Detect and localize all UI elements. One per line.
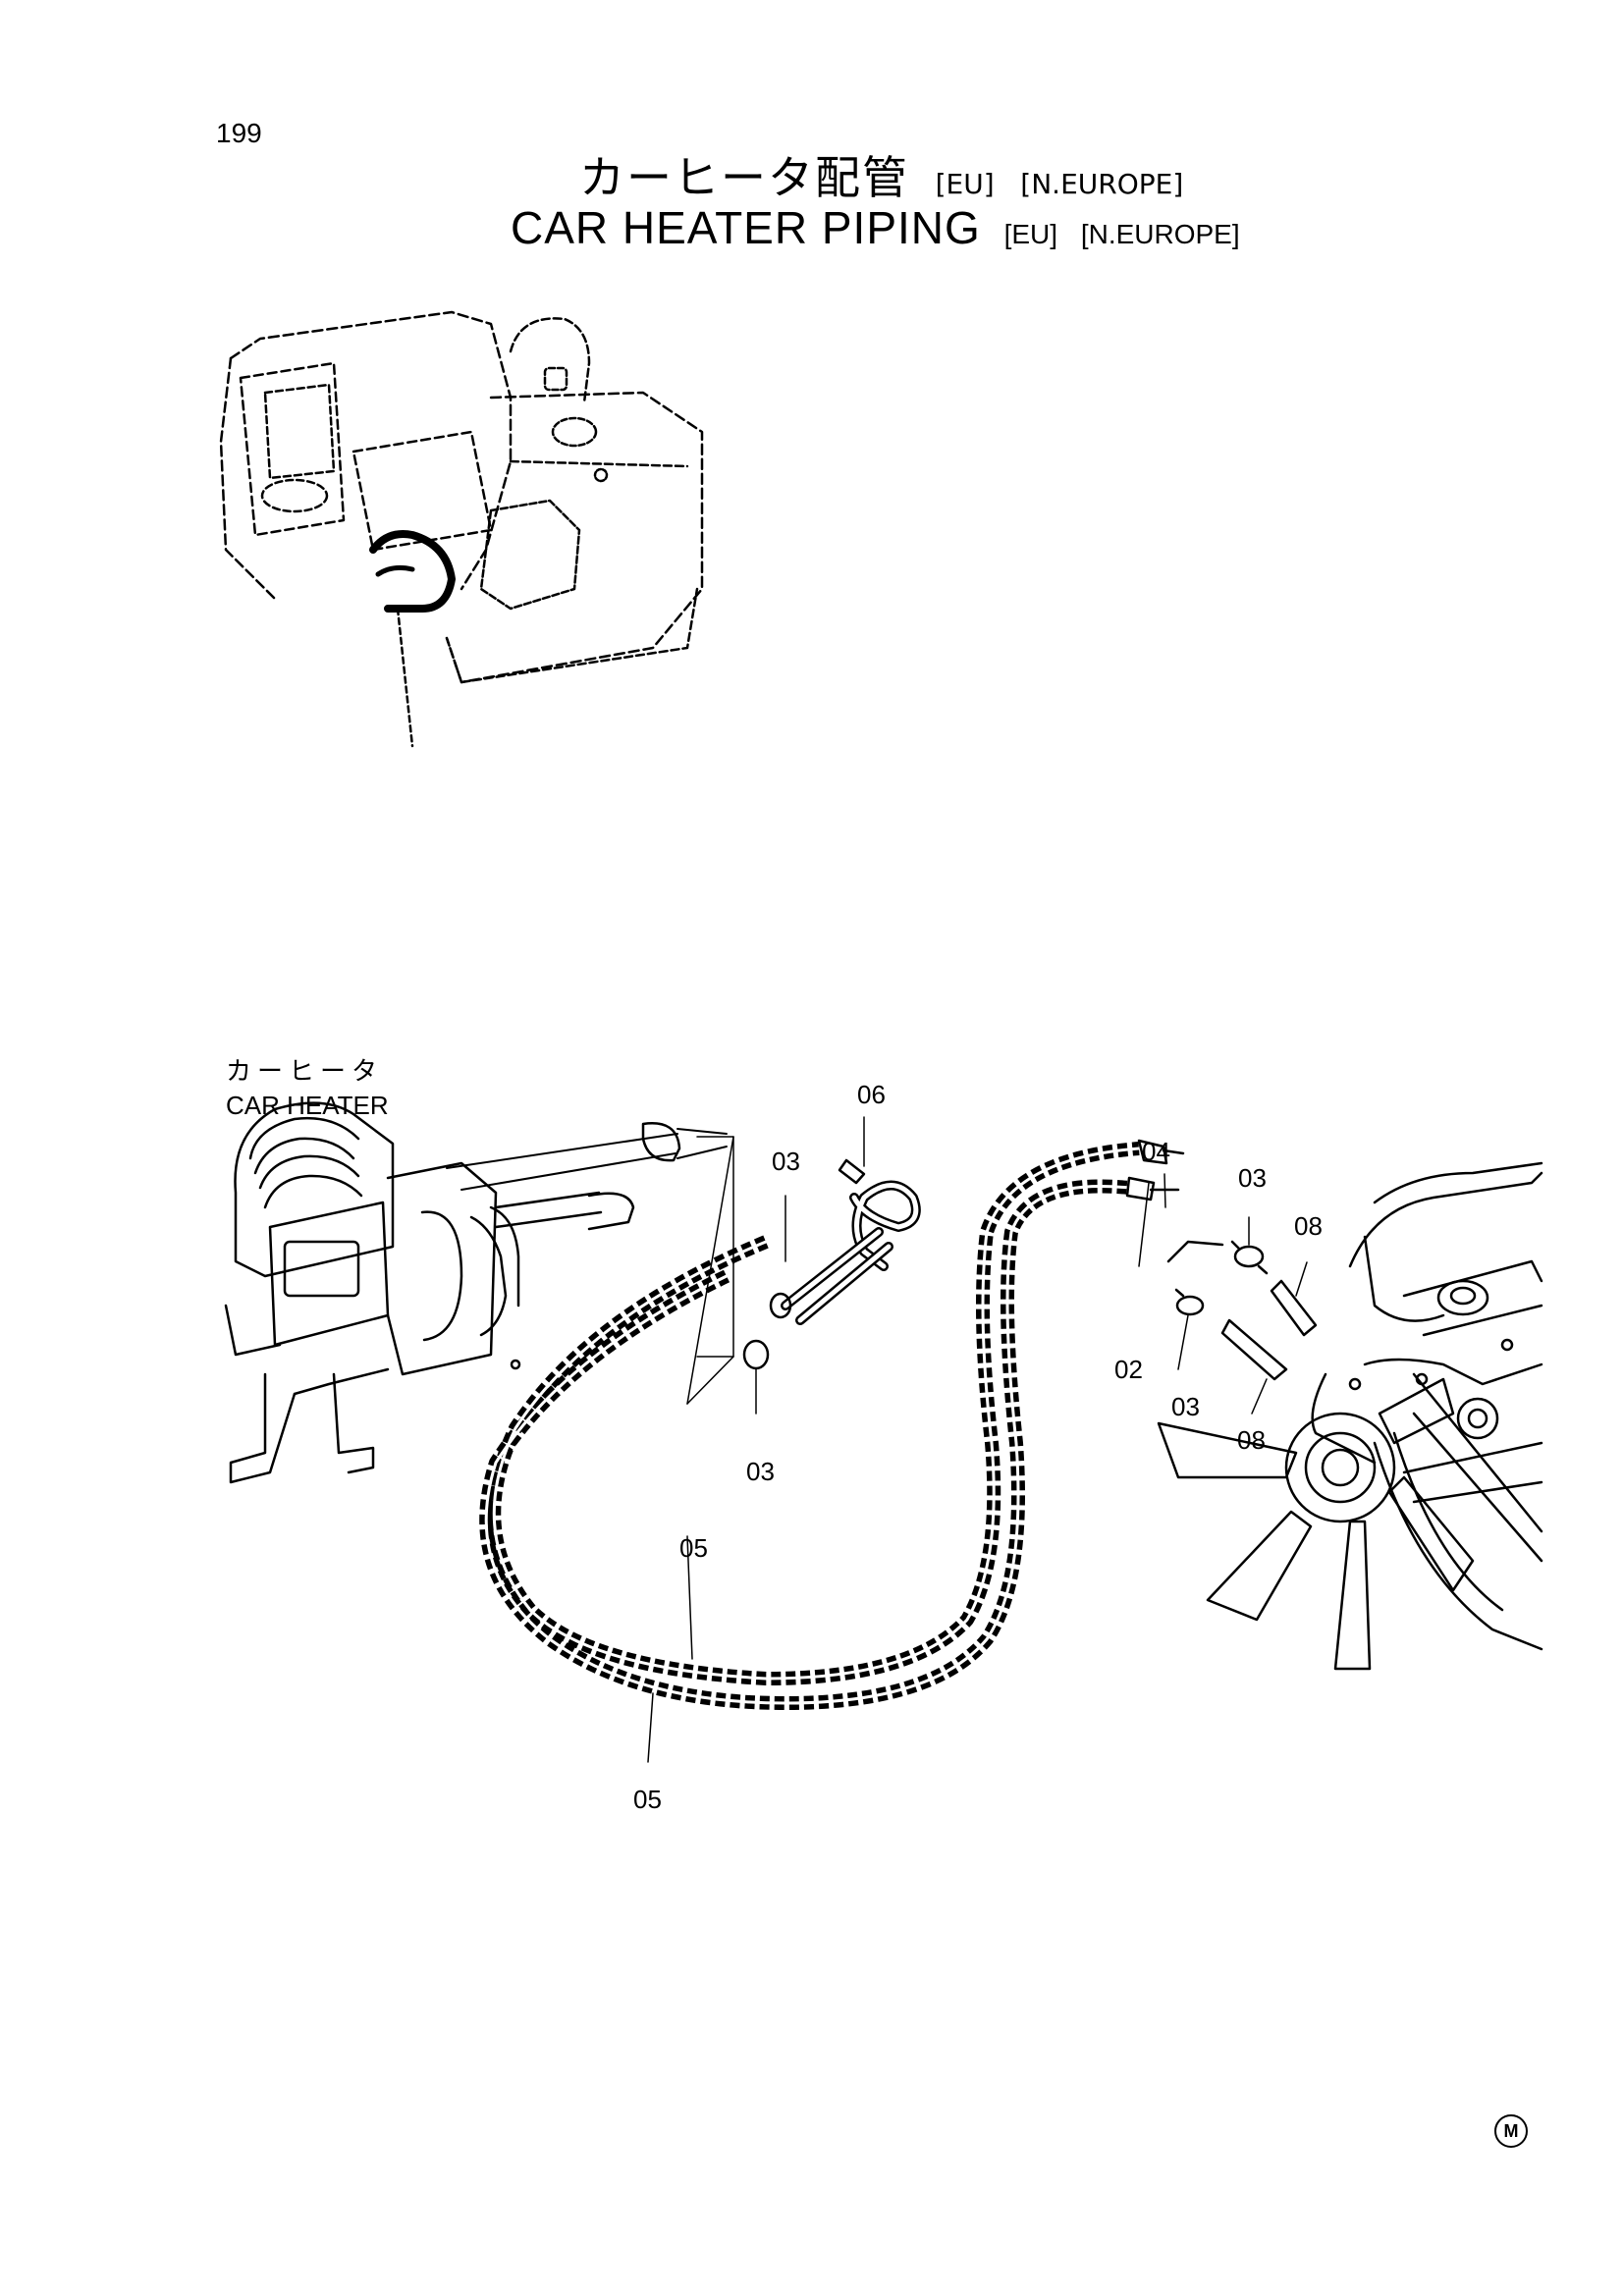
callout-06: 06: [857, 1080, 886, 1109]
heater-hose-05-outline: [484, 1147, 1141, 1705]
heater-hose-05-drawing: [479, 1142, 1140, 1710]
callout-03-lower-left: 03: [746, 1457, 775, 1486]
page-title-japanese: カーヒータ配管 [EU] [N.EUROPE]: [579, 142, 1183, 207]
callout-08-upper: 08: [1294, 1211, 1323, 1241]
car-heater-label: カーヒータ CAR HEATER: [226, 1055, 389, 1122]
title-jp-text: カーヒータ配管: [579, 151, 909, 204]
engine-drawing: [1157, 1161, 1543, 1671]
page-title-english: CAR HEATER PIPING [EU] [N.EUROPE]: [511, 201, 1240, 254]
car-heater-label-en: CAR HEATER: [226, 1091, 389, 1120]
callout-03-upper: 03: [772, 1147, 800, 1176]
callout-08-lower: 08: [1237, 1425, 1266, 1455]
region-tag-n-europe: [N.EUROPE]: [1020, 168, 1184, 200]
car-heater-label-jp: カーヒータ: [226, 1057, 384, 1087]
callout-leader-lines: [647, 1116, 1308, 1763]
page-number: 199: [216, 118, 262, 148]
car-heater-unit-drawing: [224, 1101, 728, 1484]
callout-02: 02: [1114, 1355, 1143, 1384]
callout-05-low: 05: [633, 1785, 662, 1814]
excavator-overview-drawing: [219, 310, 704, 748]
callout-03-right: 03: [1238, 1163, 1267, 1193]
region-tag-eu: [EU]: [1003, 219, 1058, 249]
clamp-and-nipple-drawing: [1166, 1240, 1318, 1381]
callout-05-mid: 05: [679, 1533, 708, 1563]
region-tag-n-europe: [N.EUROPE]: [1080, 219, 1240, 249]
callout-03-lower-right: 03: [1171, 1392, 1200, 1421]
region-tag-eu: [EU]: [935, 168, 995, 200]
circled-m-mark: M: [1494, 2114, 1528, 2148]
callout-04: 04: [1142, 1137, 1170, 1166]
hose-06-drawing: [742, 1158, 921, 1370]
title-en-text: CAR HEATER PIPING: [511, 202, 981, 253]
